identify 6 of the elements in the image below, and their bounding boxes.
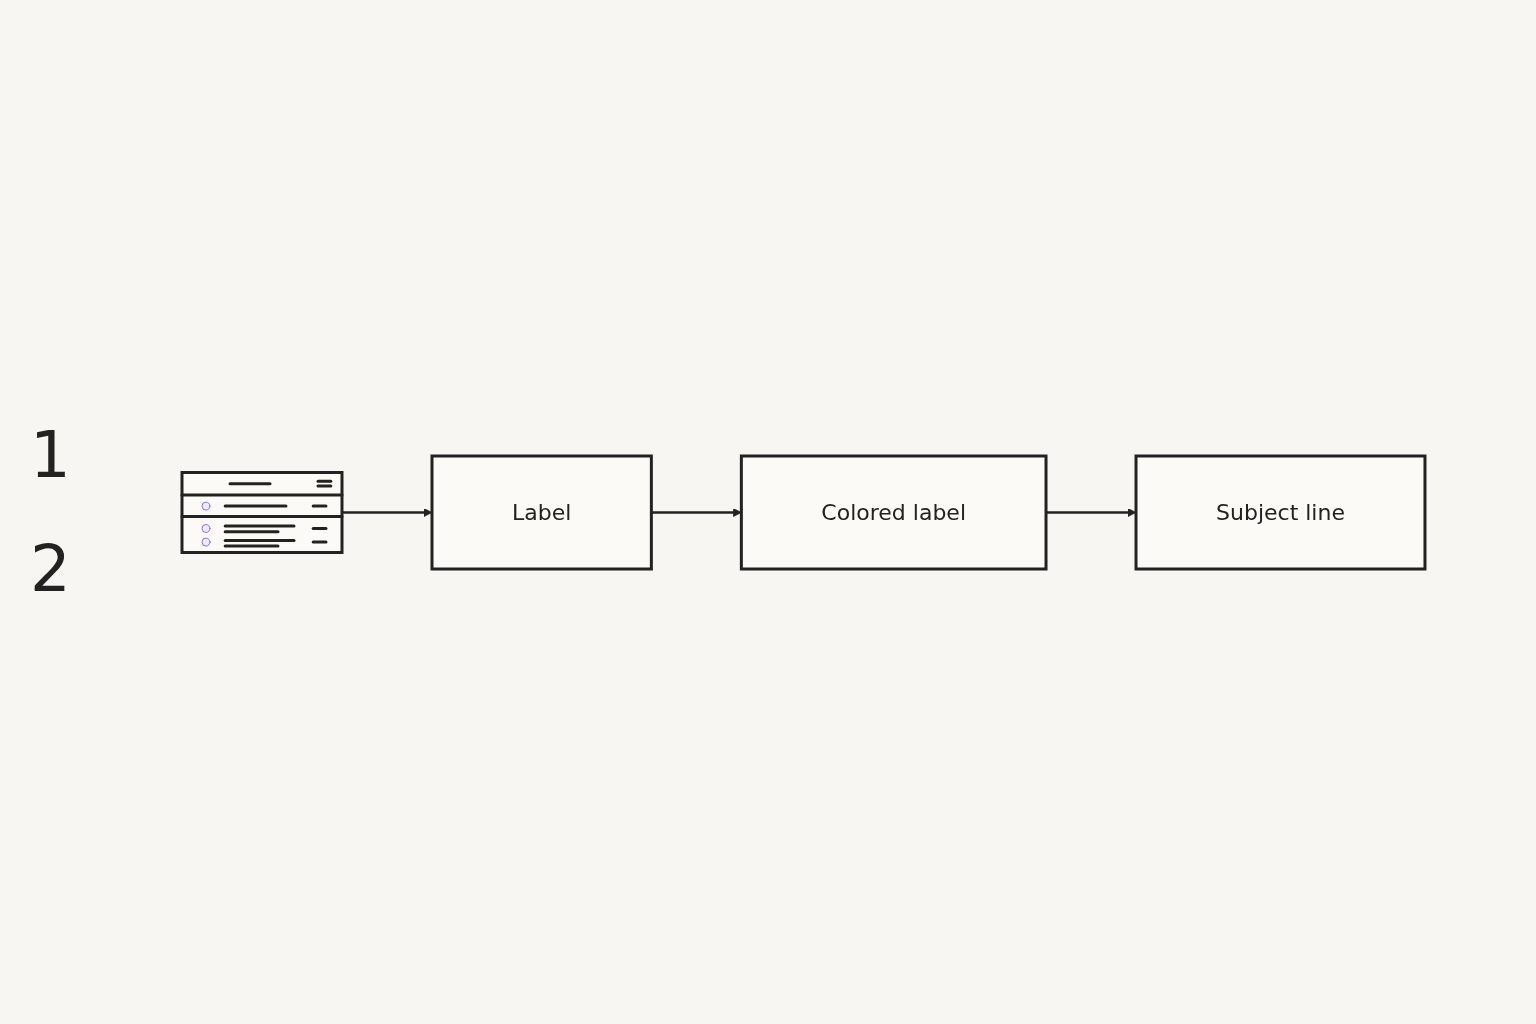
arrow: [651, 507, 742, 517]
step-number: 1: [30, 418, 71, 492]
node-box: Subject line: [1134, 454, 1427, 570]
step-number: 2: [30, 532, 71, 606]
node-box: Label: [430, 454, 653, 570]
node-box: Colored label: [739, 454, 1048, 570]
